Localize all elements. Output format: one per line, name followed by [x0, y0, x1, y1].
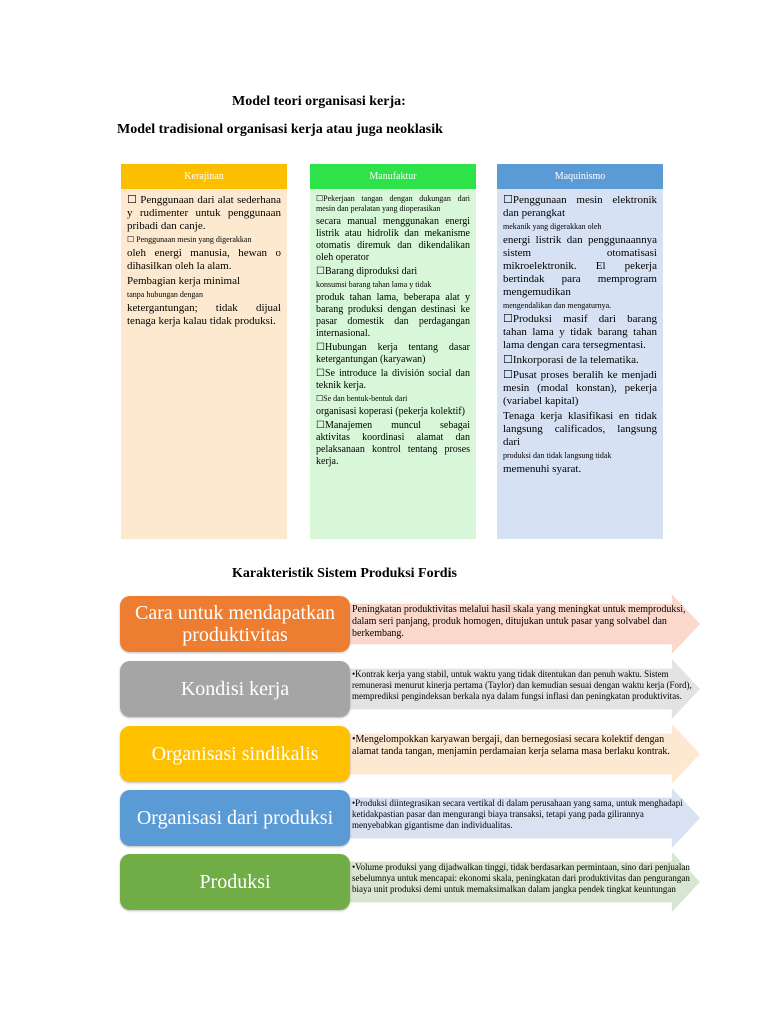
list-item: ☐ Penggunaan dari alat sederhana y rudim… [127, 194, 281, 232]
column-kerajinan: Kerajinan ☐ Penggunaan dari alat sederha… [121, 164, 287, 539]
row-label: Kondisi kerja [120, 661, 350, 717]
list-item: ☐Hubungan kerja tentang dasar ketergantu… [316, 342, 470, 365]
list-item: mengendalikan dan mengaturnya. [503, 301, 612, 310]
row-label: Produksi [120, 854, 350, 910]
list-item: tanpa hubungan dengan [127, 290, 203, 299]
column-body-manufaktur: ☐Pekerjaan tangan dengan dukungan dari m… [310, 189, 476, 468]
row-description: Peningkatan produktivitas melalui hasil … [352, 604, 686, 639]
list-item: memenuhi syarat. [503, 463, 582, 475]
arrow-shape [348, 659, 700, 719]
row-label: Organisasi sindikalis [120, 726, 350, 782]
list-item: ☐Pusat proses beralih ke menjadi mesin (… [503, 369, 657, 407]
column-maquinismo: Maquinismo ☐Penggunaan mesin elektronik … [497, 164, 663, 539]
list-item: Tenaga kerja klasifikasi en tidak langsu… [503, 410, 657, 448]
list-item: secara manual menggunakan energi listrik… [316, 216, 470, 263]
list-item: ☐Produksi masif dari barang tahan lama y… [503, 313, 657, 351]
page-subtitle: Model tradisional organisasi kerja atau … [117, 122, 443, 137]
fordism-row-union-organization: Organisasi sindikalis •Mengelompokkan ka… [120, 724, 700, 784]
fordism-row-productivity: Cara untuk mendapatkan produktivitas Pen… [120, 594, 700, 654]
list-item: ☐Inkorporasi de la telematika. [503, 354, 639, 366]
list-item: ☐Manajemen muncul sebagai aktivitas koor… [316, 420, 470, 467]
column-body-maquinismo: ☐Penggunaan mesin elektronik dan perangk… [497, 189, 663, 476]
list-item: produksi dan tidak langsung tidak [503, 451, 612, 460]
list-item: ☐Se introduce la división social dan tek… [316, 368, 470, 391]
arrow-shape [348, 724, 700, 784]
arrow-shape [348, 788, 700, 848]
page-title: Model teori organisasi kerja: [232, 94, 406, 109]
column-body-kerajinan: ☐ Penggunaan dari alat sederhana y rudim… [121, 189, 287, 328]
list-item: mekanik yang digerakkan oleh [503, 222, 602, 231]
fordism-row-production: Produksi •Volume produksi yang dijadwalk… [120, 852, 700, 912]
list-item: energi listrik dan penggunaannya sistem … [503, 234, 657, 298]
section-title: Karakteristik Sistem Produksi Fordis [232, 566, 457, 581]
list-item: konsumsi barang tahan lama y tidak [316, 280, 432, 289]
row-label: Cara untuk mendapatkan produktivitas [120, 596, 350, 652]
fordism-row-work-conditions: Kondisi kerja •Kontrak kerja yang stabil… [120, 659, 700, 719]
list-item: Pembagian kerja minimal [127, 275, 241, 287]
column-header-kerajinan: Kerajinan [121, 164, 287, 189]
row-description: •Volume produksi yang dijadwalkan tinggi… [352, 862, 690, 894]
list-item: oleh energi manusia, hewan o dihasilkan … [127, 247, 281, 272]
arrow-shape [348, 594, 700, 654]
column-header-manufaktur: Manufaktur [310, 164, 476, 189]
column-manufaktur: Manufaktur ☐Pekerjaan tangan dengan duku… [310, 164, 476, 539]
list-item: ☐Pekerjaan tangan dengan dukungan dari m… [316, 194, 470, 213]
row-description: •Produksi diintegrasikan secara vertikal… [352, 798, 683, 830]
list-item: ☐ Penggunaan mesin yang digerakkan [127, 235, 252, 244]
list-item: ☐Se dan bentuk-bentuk dari [316, 394, 408, 403]
list-item: ☐Barang diproduksi dari [316, 266, 418, 277]
row-description: •Kontrak kerja yang stabil, untuk waktu … [352, 669, 692, 701]
column-header-maquinismo: Maquinismo [497, 164, 663, 189]
list-item: ketergantungan; tidak dijual tenaga kerj… [127, 302, 281, 327]
list-item: ☐Penggunaan mesin elektronik dan perangk… [503, 194, 657, 219]
arrow-shape [348, 852, 700, 912]
list-item: organisasi koperasi (pekerja kolektif) [316, 406, 465, 417]
fordism-row-production-organization: Organisasi dari produksi •Produksi diint… [120, 788, 700, 848]
row-description: •Mengelompokkan karyawan bergaji, dan be… [352, 734, 670, 757]
list-item: produk tahan lama, beberapa alat y baran… [316, 292, 470, 339]
row-label: Organisasi dari produksi [120, 790, 350, 846]
